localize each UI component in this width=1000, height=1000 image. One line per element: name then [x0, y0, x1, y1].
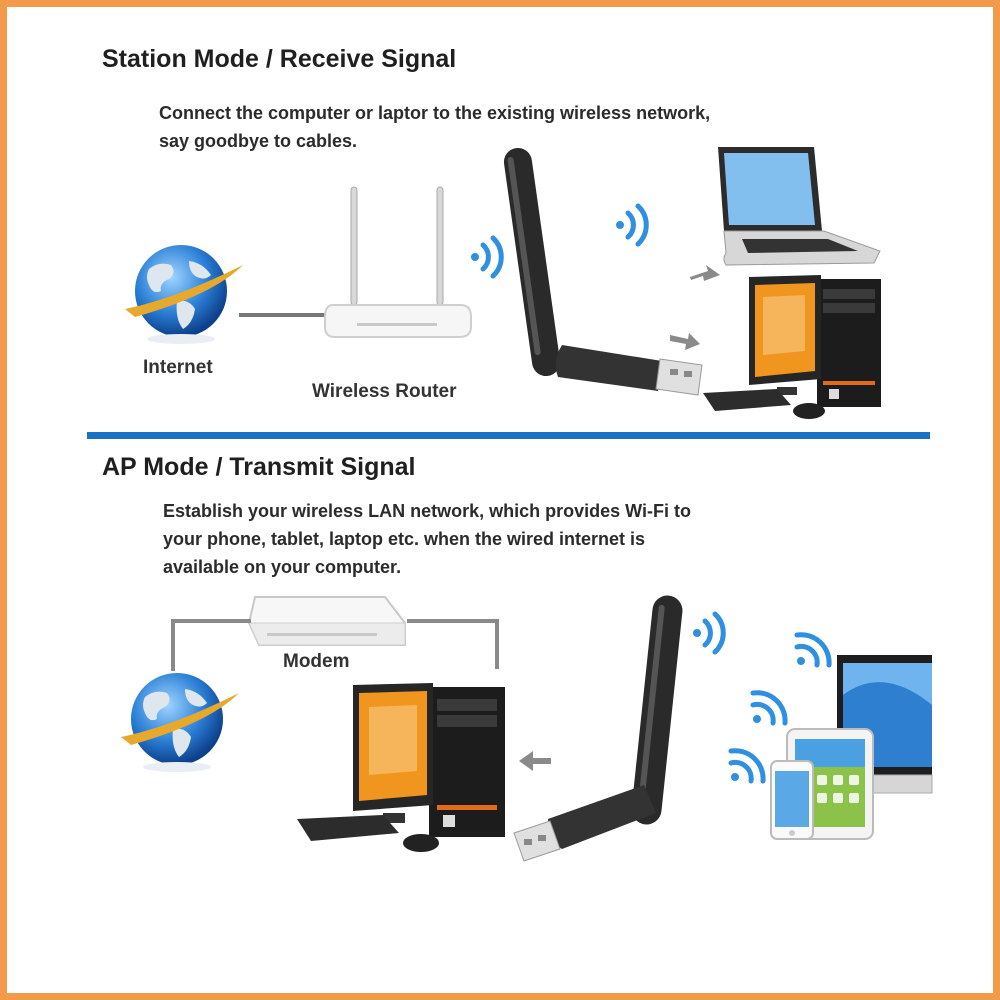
desktop-computer-icon [297, 683, 505, 852]
internet-globe-icon [121, 673, 239, 772]
modem-cables [171, 619, 499, 671]
ap-desc-line-3: available on your computer. [163, 557, 402, 577]
ap-desc-line-1: Establish your wireless LAN network, whi… [163, 501, 691, 521]
wifi-signal-icon [794, 632, 832, 668]
station-desc-line-2: say goodbye to cables. [159, 131, 358, 151]
wifi-signal-icon [750, 690, 788, 726]
wireless-router-icon [324, 186, 472, 338]
desktop-computer-icon [703, 275, 881, 419]
wifi-signal-icon [728, 748, 766, 784]
ap-mode-title: AP Mode / Transmit Signal [102, 453, 416, 481]
modem-label: Modem [283, 651, 350, 672]
wireless-router-label: Wireless Router [312, 381, 457, 402]
internet-globe-icon [125, 245, 243, 344]
usb-wifi-adapter-icon [513, 595, 683, 862]
ethernet-cable [239, 313, 339, 317]
arrow-left-icon [519, 751, 551, 771]
internet-label: Internet [143, 357, 213, 378]
ap-desc-line-2: your phone, tablet, laptop etc. when the… [163, 529, 646, 549]
wifi-signal-icon [471, 235, 504, 279]
phone-icon [770, 760, 814, 840]
section-divider [87, 432, 930, 439]
station-desc-line-1: Connect the computer or laptor to the ex… [159, 103, 711, 123]
station-mode-title: Station Mode / Receive Signal [102, 45, 457, 73]
wifi-signal-icon [616, 203, 649, 247]
wifi-signal-icon [693, 611, 726, 655]
arrow-right-icon [690, 265, 720, 281]
station-mode-description: Connect the computer or laptor to the ex… [159, 99, 839, 155]
arrow-right-icon [670, 333, 700, 350]
laptop-icon [718, 147, 881, 266]
usb-wifi-adapter-icon [503, 147, 703, 396]
ap-mode-description: Establish your wireless LAN network, whi… [163, 497, 843, 581]
